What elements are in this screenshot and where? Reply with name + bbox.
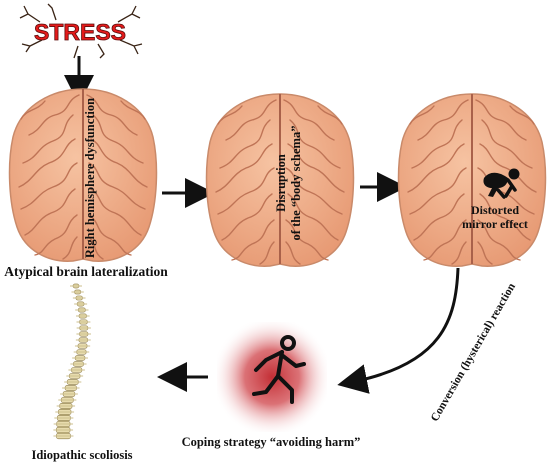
- brain-3-text-line2: mirror effect: [462, 217, 528, 231]
- brain-2-text-line1: Disruption: [274, 154, 288, 212]
- spine-icon: [53, 283, 91, 440]
- brain-lateralization: Right hemisphere dysfunction: [8, 88, 158, 263]
- running-person-icon: [252, 335, 306, 404]
- brain-1-text: Right hemisphere dysfunction: [83, 98, 97, 258]
- brain-3-text-line1: Distorted: [471, 203, 519, 217]
- stress-cracks: [19, 3, 143, 59]
- caption-lateralization: Atypical brain lateralization: [4, 264, 168, 279]
- stress-graphic: STRESS: [19, 3, 143, 59]
- coping-label: Coping strategy “avoiding harm”: [182, 435, 361, 449]
- spine-label: Idiopathic scoliosis: [31, 448, 132, 462]
- curved-arrow-to-coping: [337, 267, 460, 394]
- crouching-person-icon: [483, 168, 520, 199]
- brain-mirror: Distorted mirror effect: [397, 93, 547, 268]
- curve-label: Conversion (hysterical) reaction: [429, 281, 518, 424]
- brain-body-schema: Disruption of the “body schema”: [205, 93, 355, 268]
- coping-glow: [217, 322, 327, 432]
- stress-label: STRESS: [34, 19, 126, 45]
- coping-strategy: [217, 322, 327, 432]
- brain-2-text-line2: of the “body schema”: [289, 126, 303, 241]
